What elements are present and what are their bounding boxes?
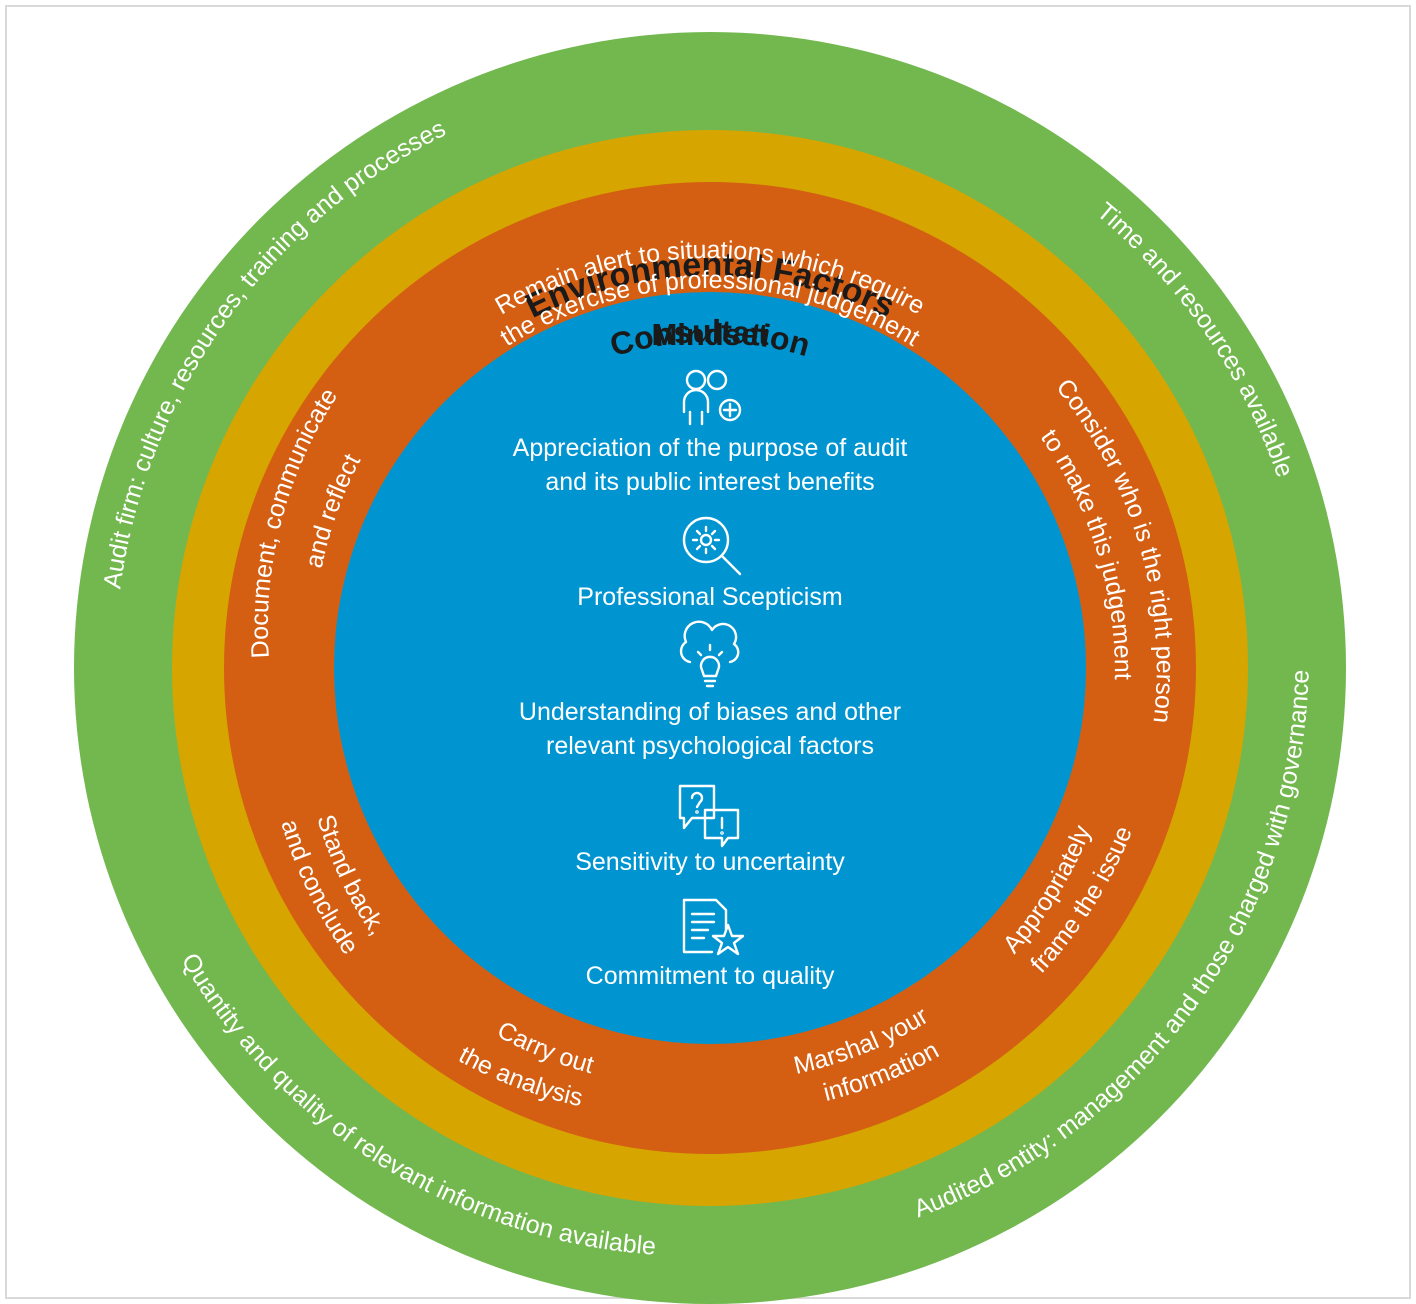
mindset-item-scepticism: Professional Scepticism [577, 583, 842, 611]
document-star-icon [682, 898, 745, 956]
people-add-icon [682, 369, 742, 426]
mindset-item-uncertainty: Sensitivity to uncertainty [575, 848, 845, 876]
cloud-lightbulb-icon [679, 620, 740, 688]
mindset-item-purpose-line2: and its public interest benefits [545, 468, 874, 496]
gear-search-icon [682, 516, 742, 576]
mindset-item-quality: Commitment to quality [586, 962, 835, 990]
mindset-circle [334, 292, 1086, 1044]
mindset-title: Mindset [651, 317, 768, 352]
mindset-item-purpose-line1: Appreciation of the purpose of audit [513, 434, 908, 462]
mindset-item-biases-line2: relevant psychological factors [546, 732, 874, 760]
mindset-item-biases-line1: Understanding of biases and other [519, 698, 901, 726]
question-chat-icon [678, 784, 740, 848]
